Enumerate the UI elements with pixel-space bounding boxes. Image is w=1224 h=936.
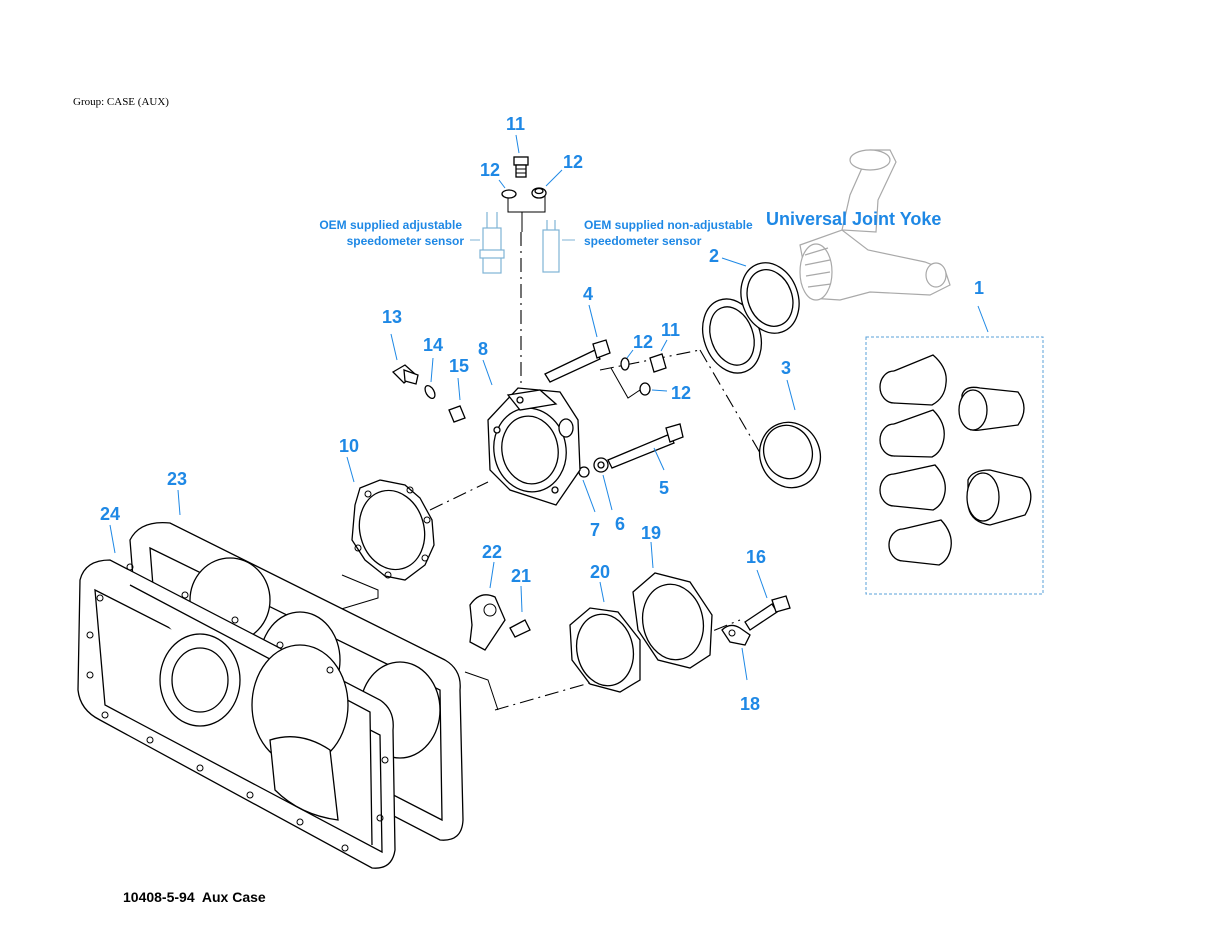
- callout-19: 19: [641, 523, 661, 543]
- callout-5: 5: [659, 478, 669, 498]
- right-o-rings: [620, 349, 668, 396]
- spacer: [578, 466, 596, 513]
- seal: [758, 379, 822, 489]
- bearing-race-3: [879, 464, 946, 511]
- callout-1: 1: [974, 278, 984, 298]
- callout-7: 7: [590, 520, 600, 540]
- universal-joint-yoke: [799, 149, 951, 301]
- side-o-ring: [424, 357, 436, 400]
- gasket-housing: [346, 456, 435, 581]
- bearing-cone-1: [958, 386, 1025, 431]
- clip-screw: [509, 585, 531, 638]
- aux-housing: [482, 359, 581, 506]
- yoke-label: Universal Joint Yoke: [766, 209, 941, 229]
- callout-12-mid: 12: [633, 332, 653, 352]
- callout-22: 22: [482, 542, 502, 562]
- bearing-race-2: [879, 409, 945, 458]
- callout-12-top-left: 12: [480, 160, 500, 180]
- figure-caption: 10408-5-94 Aux Case: [123, 889, 266, 905]
- bearing-race-1: [879, 354, 947, 406]
- aux-case: [77, 524, 396, 869]
- callouts: 1 2 3 4 5 6 7 8 10 11 11 12 12 12 12 13 …: [100, 114, 984, 714]
- top-o-rings: [498, 169, 563, 199]
- callout-6: 6: [615, 514, 625, 534]
- sensor-non-adjustable-label-1: OEM supplied non-adjustable: [584, 218, 753, 232]
- callout-13: 13: [382, 307, 402, 327]
- sensor-non-adjustable-label-2: speedometer sensor: [584, 234, 702, 248]
- callout-20: 20: [590, 562, 610, 582]
- clip: [469, 561, 506, 651]
- sensor-adjustable-label-1: OEM supplied adjustable: [319, 218, 462, 232]
- callout-11-right: 11: [661, 320, 680, 340]
- callout-12-low: 12: [671, 383, 691, 403]
- bearing-cone-2: [966, 469, 1032, 526]
- callout-8: 8: [478, 339, 488, 359]
- callout-16: 16: [746, 547, 766, 567]
- callout-12-top-right: 12: [563, 152, 583, 172]
- callout-18: 18: [740, 694, 760, 714]
- side-plug: [390, 333, 419, 385]
- callout-14: 14: [423, 335, 443, 355]
- cover-bolt: [744, 569, 791, 631]
- group-label: Group: CASE (AUX): [73, 96, 169, 108]
- cap-screw-lower: [607, 423, 684, 471]
- callout-11-top: 11: [506, 114, 525, 134]
- bearing-race-4: [888, 519, 952, 566]
- cover-washer: [721, 624, 751, 681]
- callout-10: 10: [339, 436, 359, 456]
- bearing-kit: [865, 305, 1044, 595]
- callout-2: 2: [709, 246, 719, 266]
- callout-24: 24: [100, 504, 120, 524]
- callout-21: 21: [511, 566, 531, 586]
- callout-23: 23: [167, 469, 187, 489]
- top-plug: [513, 134, 529, 178]
- right-plug: [649, 339, 668, 373]
- sensor-adjustable: [470, 212, 505, 274]
- washer: [593, 457, 613, 511]
- callout-15: 15: [449, 356, 469, 376]
- sensor-non-adjustable: [542, 220, 575, 273]
- callout-4: 4: [583, 284, 593, 304]
- bearing-cup-pair: [702, 257, 800, 374]
- callout-3: 3: [781, 358, 791, 378]
- cover-gasket: [569, 581, 641, 693]
- sensor-adjustable-label-2: speedometer sensor: [347, 234, 465, 248]
- side-sleeve: [448, 377, 466, 423]
- cap-screw-upper: [544, 304, 611, 383]
- cover: [632, 541, 713, 669]
